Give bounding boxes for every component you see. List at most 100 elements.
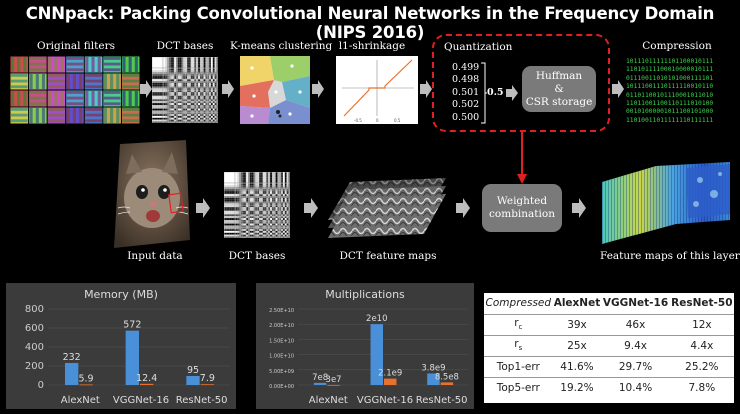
quant-value: 0.502: [452, 99, 480, 111]
binary-line: 11010111100010000010111: [626, 66, 714, 74]
data-label: 572: [123, 320, 141, 331]
bar: [140, 383, 154, 385]
bar: [125, 330, 139, 385]
arrow-right-icon: [612, 80, 624, 98]
arrow-right-icon: [222, 80, 234, 98]
table-cell: 19.2%: [552, 376, 602, 398]
y-tick-label: 200: [25, 361, 44, 372]
x-tick-label: ResNet-50: [176, 395, 228, 406]
binary-line: 10111001110111110010110: [626, 83, 714, 91]
bar: [327, 384, 340, 386]
svg-text:0: 0: [376, 118, 379, 123]
results-col-header: Compressed: [485, 297, 552, 310]
dct-feature-maps-image: [328, 176, 446, 240]
shrinkage-plot: -0.5 0 0.5: [336, 56, 418, 124]
dct-feature-maps-label: DCT feature maps: [339, 250, 437, 262]
y-tick-label: 1.50E+10: [269, 338, 294, 344]
data-label: 2.1e9: [378, 369, 402, 379]
y-tick-label: 2.50E+10: [269, 308, 294, 314]
weighted-line: combination: [489, 208, 555, 220]
data-label: 3.8e9: [421, 363, 445, 373]
dct-bases-image-middle: [223, 171, 291, 239]
arrow-right-icon: [456, 198, 470, 218]
y-tick-label: 2.00E+10: [269, 323, 294, 329]
huffman-csr-box: Huffman & CSR storage: [522, 66, 596, 112]
table-cell: 39x: [552, 313, 602, 335]
table-cell: 9.4x: [601, 334, 670, 356]
huffman-line: Huffman: [535, 69, 583, 82]
bar: [427, 373, 440, 385]
quant-value: 0.498: [452, 74, 480, 86]
row-name: Top1-err: [484, 355, 553, 377]
bracket-icon: [481, 62, 487, 124]
results-table: Compressed AlexNet VGGNet-16 ResNet-50 r…: [484, 293, 734, 398]
kmeans-voronoi-image: [240, 56, 310, 124]
mult-chart-title: Multiplications: [325, 288, 405, 301]
results-col-header: VGGNet-16: [602, 297, 669, 310]
results-col-header: ResNet-50: [671, 297, 733, 310]
original-filters-label: Original filters: [37, 40, 115, 52]
bar: [200, 384, 215, 386]
bar: [64, 362, 79, 385]
quantization-label: Quantization: [444, 41, 513, 53]
binary-line: 01101100101110001011010: [626, 91, 714, 99]
table-row: rc 39x 46x 12x: [484, 313, 734, 335]
quant-value: 0.499: [452, 62, 480, 73]
compression-label: Compression: [642, 40, 712, 52]
original-filters-image: [10, 56, 140, 124]
table-cell: 10.4%: [601, 376, 670, 398]
y-tick-label: 0.00E+00: [269, 384, 294, 390]
dct-bases-label-middle: DCT bases: [228, 250, 286, 262]
table-cell: 7.8%: [669, 376, 734, 398]
memory-chart-title: Memory (MB): [84, 288, 158, 301]
binary-line: 01110011010101000111101: [626, 74, 714, 82]
feature-maps-label: Feature maps of this layer: [600, 250, 740, 262]
quant-result: 0.5: [487, 87, 504, 98]
mult-chart: 0.00E+005.00E+091.00E+101.50E+102.00E+10…: [269, 308, 468, 406]
bar: [79, 384, 93, 386]
y-tick-label: 800: [25, 304, 44, 315]
data-label: 95: [187, 365, 199, 376]
data-label: 12.4: [136, 373, 157, 384]
binary-output: 10111011111101100010111 1101011110001000…: [626, 58, 734, 125]
quant-values: 0.499 0.498 0.501 0.502 0.500: [452, 62, 484, 124]
huffman-line: CSR storage: [525, 95, 593, 108]
arrow-right-icon: [196, 198, 210, 218]
row-name: Top5-err: [484, 376, 553, 398]
row-name: rs: [484, 334, 553, 356]
table-cell: 25x: [552, 334, 602, 356]
bar: [313, 382, 327, 385]
y-tick-label: 400: [25, 342, 44, 353]
quant-value: 0.501: [452, 86, 480, 98]
data-label: 8.5e8: [435, 372, 459, 382]
input-kitten-image: [112, 140, 190, 248]
table-row: Top1-err 41.6% 29.7% 25.2%: [484, 355, 734, 377]
red-arrow-down-icon: [517, 132, 527, 184]
data-label: 2e10: [366, 314, 387, 324]
data-label: 7.9: [200, 373, 215, 384]
arrow-right-icon: [506, 85, 518, 101]
bar: [384, 378, 397, 385]
bar: [440, 382, 454, 385]
binary-line: 11010011011111110111111: [626, 116, 714, 124]
results-col-header: AlexNet: [553, 297, 601, 310]
arrow-right-icon: [572, 198, 586, 218]
x-tick-label: AlexNet: [61, 395, 100, 406]
binary-line: 10111011111101100010111: [626, 58, 714, 65]
weighted-line: Weighted: [496, 195, 548, 207]
arrow-right-icon: [420, 80, 432, 98]
kmeans-label: K-means clustering: [230, 40, 333, 52]
y-tick-label: 0: [38, 380, 44, 391]
x-tick-label: VGGNet-16: [113, 395, 169, 406]
data-label: 232: [63, 352, 81, 363]
arrow-right-icon: [140, 80, 152, 98]
dct-bases-label-top: DCT bases: [156, 40, 214, 52]
table-cell: 25.2%: [669, 355, 734, 377]
data-label: 3e7: [326, 375, 342, 385]
x-tick-label: AlexNet: [309, 395, 348, 406]
svg-text:0.5: 0.5: [394, 118, 401, 123]
quant-value: 0.500: [452, 111, 480, 123]
y-tick-label: 600: [25, 323, 44, 334]
